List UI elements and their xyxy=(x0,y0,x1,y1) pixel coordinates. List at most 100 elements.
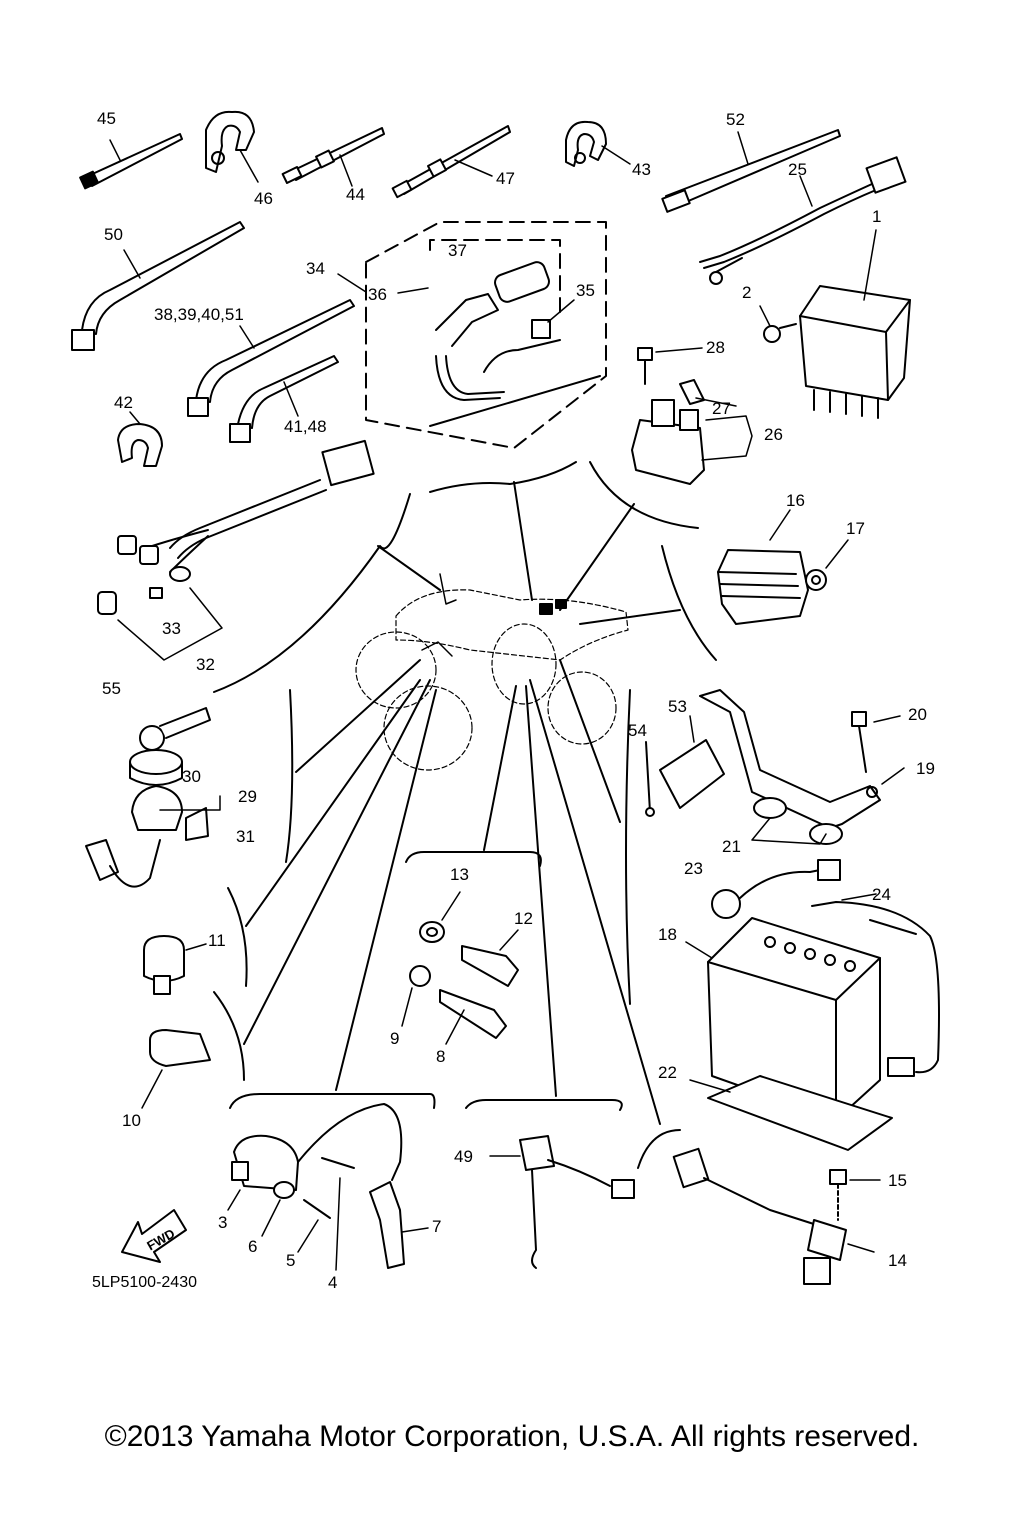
callout-42: 42 xyxy=(114,393,133,412)
callout-8: 8 xyxy=(436,1047,446,1066)
part-19-battery-bracket xyxy=(699,689,905,829)
part-3-ignition-coil xyxy=(227,1103,403,1211)
part-55-key xyxy=(139,707,211,751)
part-30-main-switch-body xyxy=(85,749,221,888)
callout-37: 37 xyxy=(448,241,467,260)
part-15-bolt xyxy=(829,1169,881,1221)
copyright-notice: ©2013 Yamaha Motor Corporation, U.S.A. A… xyxy=(104,1420,920,1453)
callout-18: 18 xyxy=(658,925,677,944)
callout-29: 29 xyxy=(238,787,257,806)
callout-34: 34 xyxy=(306,259,325,278)
part-12-neutral-switch xyxy=(461,929,519,987)
callout-32: 32 xyxy=(196,655,215,674)
callout-1: 1 xyxy=(872,207,882,226)
part-11-switch xyxy=(143,935,207,995)
callout-46: 46 xyxy=(254,189,273,208)
callout-54: 54 xyxy=(628,721,647,740)
callout-28: 28 xyxy=(706,338,725,357)
part-45-cable-tie xyxy=(79,133,183,190)
part-21-grommets xyxy=(751,797,843,845)
part-38-cable-tie xyxy=(187,299,355,417)
callout-43: 43 xyxy=(632,160,651,179)
callout-35: 35 xyxy=(576,281,595,300)
forward-arrow-icon xyxy=(121,1209,187,1263)
callout-44: 44 xyxy=(346,185,365,204)
part-46-clamp xyxy=(205,110,259,183)
callout-27: 27 xyxy=(712,399,731,418)
part-25-wire-lead xyxy=(699,156,907,285)
callout-5: 5 xyxy=(286,1251,296,1270)
part-9-washer xyxy=(401,965,431,1027)
part-50-cable-tie xyxy=(71,221,245,351)
part-41-cable-tie xyxy=(229,355,339,443)
callout-3: 3 xyxy=(218,1213,228,1232)
callout-30: 30 xyxy=(182,767,201,786)
callout-55: 55 xyxy=(102,679,121,698)
part-7-spark-plug-cap xyxy=(369,1181,429,1269)
part-18-battery xyxy=(685,917,881,1121)
callout-22: 22 xyxy=(658,1063,677,1082)
part-49-sensor xyxy=(489,1135,635,1269)
part-44-cable-tie xyxy=(281,127,385,187)
part-20-bolt xyxy=(851,711,901,773)
part-22-pad xyxy=(689,1075,893,1151)
callout-15: 15 xyxy=(888,1171,907,1190)
part-2-screw xyxy=(759,305,797,343)
leader-lines xyxy=(213,461,717,1169)
callout-25: 25 xyxy=(788,160,807,179)
atv-harness-mark xyxy=(421,573,567,657)
callout-20: 20 xyxy=(908,705,927,724)
part-4-bolt xyxy=(321,1157,355,1271)
part-5-bolt xyxy=(297,1199,331,1253)
callout-50: 50 xyxy=(104,225,123,244)
part-53-plate xyxy=(659,715,725,809)
callout-11: 11 xyxy=(208,931,226,950)
callout-41-48: 41,48 xyxy=(284,417,327,436)
part-43-clamp xyxy=(565,120,631,167)
callout-24: 24 xyxy=(872,885,891,904)
callout-9: 9 xyxy=(390,1029,400,1048)
part-17-nut xyxy=(805,539,849,591)
callout-4: 4 xyxy=(328,1273,338,1292)
callout-33: 33 xyxy=(162,619,181,638)
callout-10: 10 xyxy=(122,1111,141,1130)
atv-silhouette xyxy=(355,589,629,771)
callout-36: 36 xyxy=(368,285,387,304)
part-14-speed-sensor xyxy=(672,1147,875,1285)
part-28-bolt xyxy=(637,347,703,385)
callout-45: 45 xyxy=(97,109,116,128)
callout-52: 52 xyxy=(726,110,745,129)
part-1-cdi-unit xyxy=(799,229,911,419)
part-32-wire-harness xyxy=(97,439,375,661)
callout-2: 2 xyxy=(742,283,752,302)
part-10-switch xyxy=(141,1029,211,1109)
callout-19: 19 xyxy=(916,759,935,778)
part-42-clamp xyxy=(117,411,163,467)
callout-12: 12 xyxy=(514,909,533,928)
callout-17: 17 xyxy=(846,519,865,538)
callout-53: 53 xyxy=(668,697,687,716)
diagram-code: 5LP5100-2430 xyxy=(92,1274,197,1291)
callout-6: 6 xyxy=(248,1237,258,1256)
part-6-washer xyxy=(261,1181,295,1237)
part-34-kit-box xyxy=(337,221,607,449)
part-47-cable-tie xyxy=(391,125,511,199)
part-24-cable xyxy=(811,893,940,1077)
callout-14: 14 xyxy=(888,1251,907,1270)
part-8-reverse-switch xyxy=(439,989,507,1045)
callout-13: 13 xyxy=(450,865,469,884)
callout-16: 16 xyxy=(786,491,805,510)
callout-21: 21 xyxy=(722,837,741,856)
callout-47: 47 xyxy=(496,169,515,188)
callout-49: 49 xyxy=(454,1147,473,1166)
callout-38-39-40-51: 38,39,40,51 xyxy=(154,305,244,324)
part-16-rectifier-regulator xyxy=(717,509,809,625)
part-52-cable-tie xyxy=(661,129,841,213)
callout-31: 31 xyxy=(236,827,255,846)
part-26-starter-relay xyxy=(631,379,753,485)
part-13-washer xyxy=(419,891,461,943)
callout-23: 23 xyxy=(684,859,703,878)
part-23-cap xyxy=(711,859,841,919)
callout-7: 7 xyxy=(432,1217,442,1236)
